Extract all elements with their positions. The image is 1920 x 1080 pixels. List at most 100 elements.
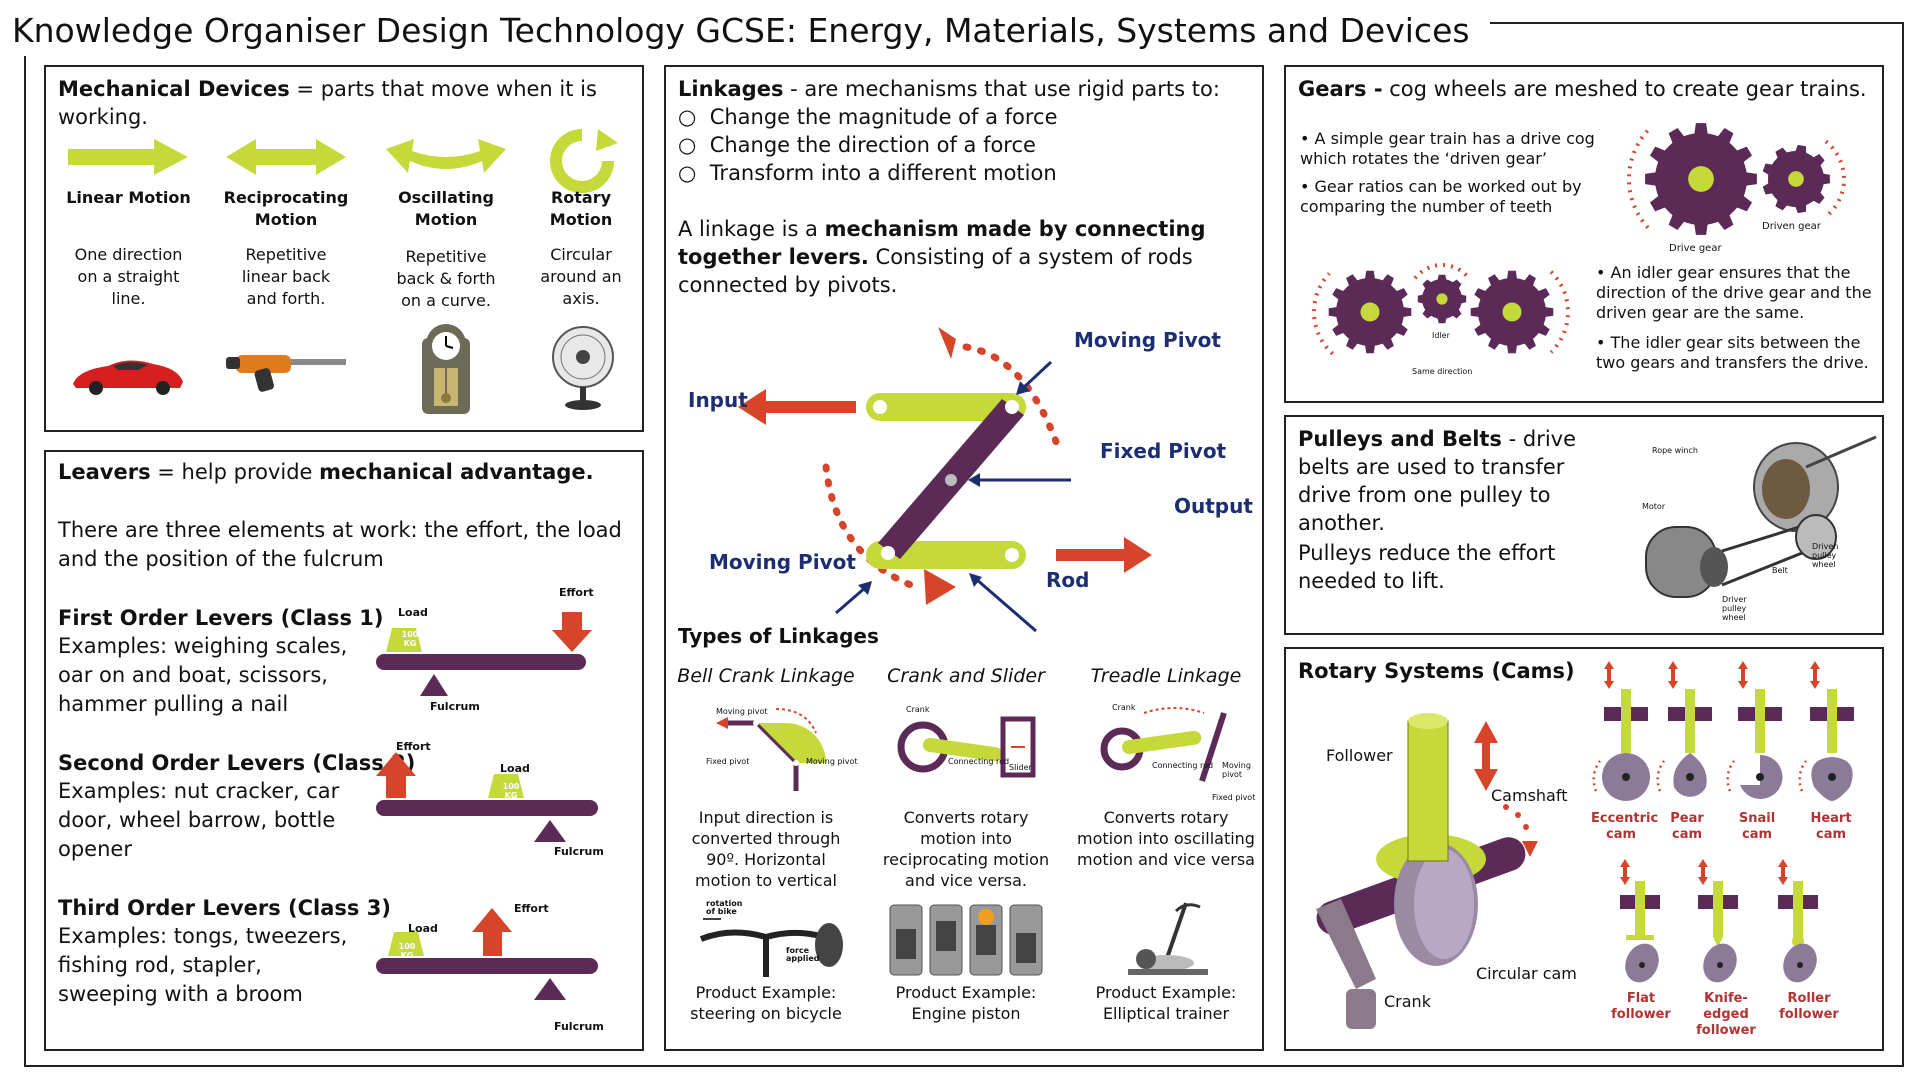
eccentric-cam-axle bbox=[1622, 773, 1630, 781]
cam-pear-label: Pear cam bbox=[1670, 811, 1704, 842]
cam-crank-label: Crank bbox=[1384, 992, 1431, 1011]
type-bell-crank-example: Product Example: steering on bicycle bbox=[690, 983, 842, 1023]
driver-pulley-label: Driver pulley wheel bbox=[1722, 595, 1747, 622]
label-moving-pivot-bottom: Moving Pivot bbox=[709, 550, 856, 574]
follower-knife-label: Knife-edged follower bbox=[1696, 991, 1756, 1038]
knife-follower-arrow bbox=[1698, 859, 1708, 885]
cams-heading: Rotary Systems (Cams) bbox=[1298, 659, 1575, 683]
belt-label: Belt bbox=[1772, 566, 1788, 575]
gear-bullet-4: • The idler gear sits between the two ge… bbox=[1596, 333, 1869, 372]
motion-name-reciprocating: Reciprocating Motion bbox=[223, 188, 349, 229]
drive-gear-icon bbox=[1645, 123, 1757, 235]
idler-gear-icon bbox=[1417, 274, 1467, 324]
snail-cam-axle bbox=[1756, 773, 1764, 781]
type-bell-crank-desc: Input direction is converted through 90º… bbox=[691, 808, 841, 890]
rotary-arrow-icon bbox=[550, 129, 618, 193]
cam-mechanism-diagram bbox=[1316, 713, 1538, 1029]
snail-cam-follower bbox=[1755, 689, 1765, 753]
lever3-load-label: Load bbox=[408, 922, 438, 935]
car-image bbox=[73, 360, 183, 395]
cam-follower-label: Follower bbox=[1326, 746, 1393, 765]
pear-cam-axle bbox=[1686, 773, 1694, 781]
levers-panel: Leavers = help provide mechanical advant… bbox=[44, 450, 644, 1051]
driven-gear-label: Driven gear bbox=[1762, 221, 1821, 232]
lever-class1-examples: Examples: weighing scales, oar on and bo… bbox=[58, 634, 348, 716]
idler-label: Idler bbox=[1432, 331, 1450, 340]
lever3-fulcrum-label: Fulcrum bbox=[554, 1020, 604, 1033]
bell-mini-moving-pivot-1: Moving pivot bbox=[716, 707, 768, 716]
label-moving-pivot-top: Moving Pivot bbox=[1074, 328, 1221, 352]
drive-gear-label: Drive gear bbox=[1669, 243, 1722, 254]
type-crank-slider-desc: Converts rotary motion into reciprocatin… bbox=[882, 808, 1050, 890]
crank-mini-slider: Slider bbox=[1009, 763, 1032, 772]
driven-pulley-label: Driven pulley wheel bbox=[1812, 542, 1839, 569]
oscillating-arrow-icon bbox=[386, 139, 506, 173]
cam-heart-label: Heart cam bbox=[1810, 811, 1852, 842]
lever-class2-title: Second Order Levers (Class 2) bbox=[58, 751, 416, 775]
pendulum-clock-image bbox=[422, 324, 470, 414]
knife-follower-stem bbox=[1713, 881, 1723, 937]
motion-desc-reciprocating: Repetitive linear back and forth. bbox=[241, 245, 331, 308]
same-direction-label: Same direction bbox=[1412, 367, 1473, 376]
lever2-load-label: Load bbox=[500, 762, 530, 775]
cam-snail-label: Snail cam bbox=[1738, 811, 1776, 842]
lever2-fulcrum-label: Fulcrum bbox=[554, 845, 604, 858]
label-input: Input bbox=[688, 388, 748, 412]
treadle-mini-fixed-pivot: Fixed pivot bbox=[1212, 793, 1256, 802]
reciprocating-arrow-icon bbox=[226, 139, 346, 175]
flat-follower-axle bbox=[1639, 962, 1645, 968]
driven-gear-icon bbox=[1762, 144, 1830, 214]
gear-bullet-2: • Gear ratios can be worked out by compa… bbox=[1300, 177, 1582, 216]
mechanical-devices-panel: Mechanical Devices = parts that move whe… bbox=[44, 65, 644, 432]
motion-desc-rotary: Circular around an axis. bbox=[540, 245, 622, 308]
type-crank-slider-example: Product Example: Engine piston bbox=[895, 983, 1037, 1023]
engine-piston-image bbox=[889, 904, 1043, 976]
linkage-diagram bbox=[738, 327, 1152, 633]
lever-class1-title: First Order Levers (Class 1) bbox=[58, 606, 384, 630]
linkages-panel: Linkages - are mechanisms that use rigid… bbox=[664, 65, 1264, 1051]
roller-follower-axle bbox=[1797, 962, 1803, 968]
linkages-heading: Linkages - are mechanisms that use rigid… bbox=[678, 77, 1220, 101]
motion-name-oscillating: Oscillating Motion bbox=[398, 188, 494, 229]
lever3-effort-label: Effort bbox=[514, 902, 549, 915]
pulleys-text: Pulleys reduce the effort needed to lift… bbox=[1298, 541, 1556, 593]
lever1-fulcrum-label: Fulcrum bbox=[430, 700, 480, 713]
bell-mini-fixed-pivot: Fixed pivot bbox=[706, 757, 750, 766]
cam-types-diagram bbox=[1592, 661, 1854, 983]
type-treadle-example: Product Example: Elliptical trainer bbox=[1095, 983, 1237, 1023]
lever1-effort-label: Effort bbox=[559, 586, 594, 599]
type-treadle-desc: Converts rotary motion into oscillating … bbox=[1077, 808, 1255, 869]
flat-follower-arrow bbox=[1620, 859, 1630, 885]
motion-desc-linear: One direction on a straight line. bbox=[74, 245, 183, 308]
lever-class3-examples: Examples: tongs, tweezers, fishing rod, … bbox=[58, 924, 348, 1006]
type-treadle-name: Treadle Linkage bbox=[1090, 665, 1242, 687]
lever-class3-diagram bbox=[376, 908, 598, 1000]
page-title: Knowledge Organiser Design Technology GC… bbox=[12, 6, 1490, 56]
motion-name-linear: Linear Motion bbox=[66, 188, 191, 207]
idler-train-right-gear-icon bbox=[1470, 270, 1554, 354]
types-heading: Types of Linkages bbox=[678, 624, 879, 648]
motor-label: Motor bbox=[1642, 502, 1666, 511]
lever2-effort-label: Effort bbox=[396, 740, 431, 753]
snail-cam-rotation bbox=[1726, 760, 1736, 792]
label-rod: Rod bbox=[1046, 568, 1090, 592]
heart-cam-rotation bbox=[1798, 760, 1808, 792]
rope-winch-label: Rope winch bbox=[1652, 446, 1698, 455]
knife-follower-tip bbox=[1713, 937, 1723, 947]
gear-bullet-3: • An idler gear ensures that the directi… bbox=[1596, 263, 1872, 322]
cam-eccentric-label: Eccentric cam bbox=[1591, 811, 1659, 842]
linkage-bullet-3: ○ Transform into a different motion bbox=[678, 161, 1057, 185]
elliptical-trainer-image bbox=[1128, 902, 1208, 975]
bell-crank-diagram bbox=[716, 708, 826, 791]
linkage-definition: A linkage is a mechanism made by connect… bbox=[678, 217, 1206, 297]
cam-circular-label: Circular cam bbox=[1476, 964, 1577, 983]
follower-flat-label: Flat follower bbox=[1611, 991, 1671, 1022]
treadle-mini-crank: Crank bbox=[1112, 703, 1136, 712]
fan-image bbox=[552, 326, 614, 410]
eccentric-cam-follower bbox=[1621, 689, 1631, 753]
cam-camshaft-label: Camshaft bbox=[1491, 786, 1568, 805]
crank-slider-diagram bbox=[897, 716, 1036, 778]
knife-follower-axle bbox=[1717, 962, 1723, 968]
